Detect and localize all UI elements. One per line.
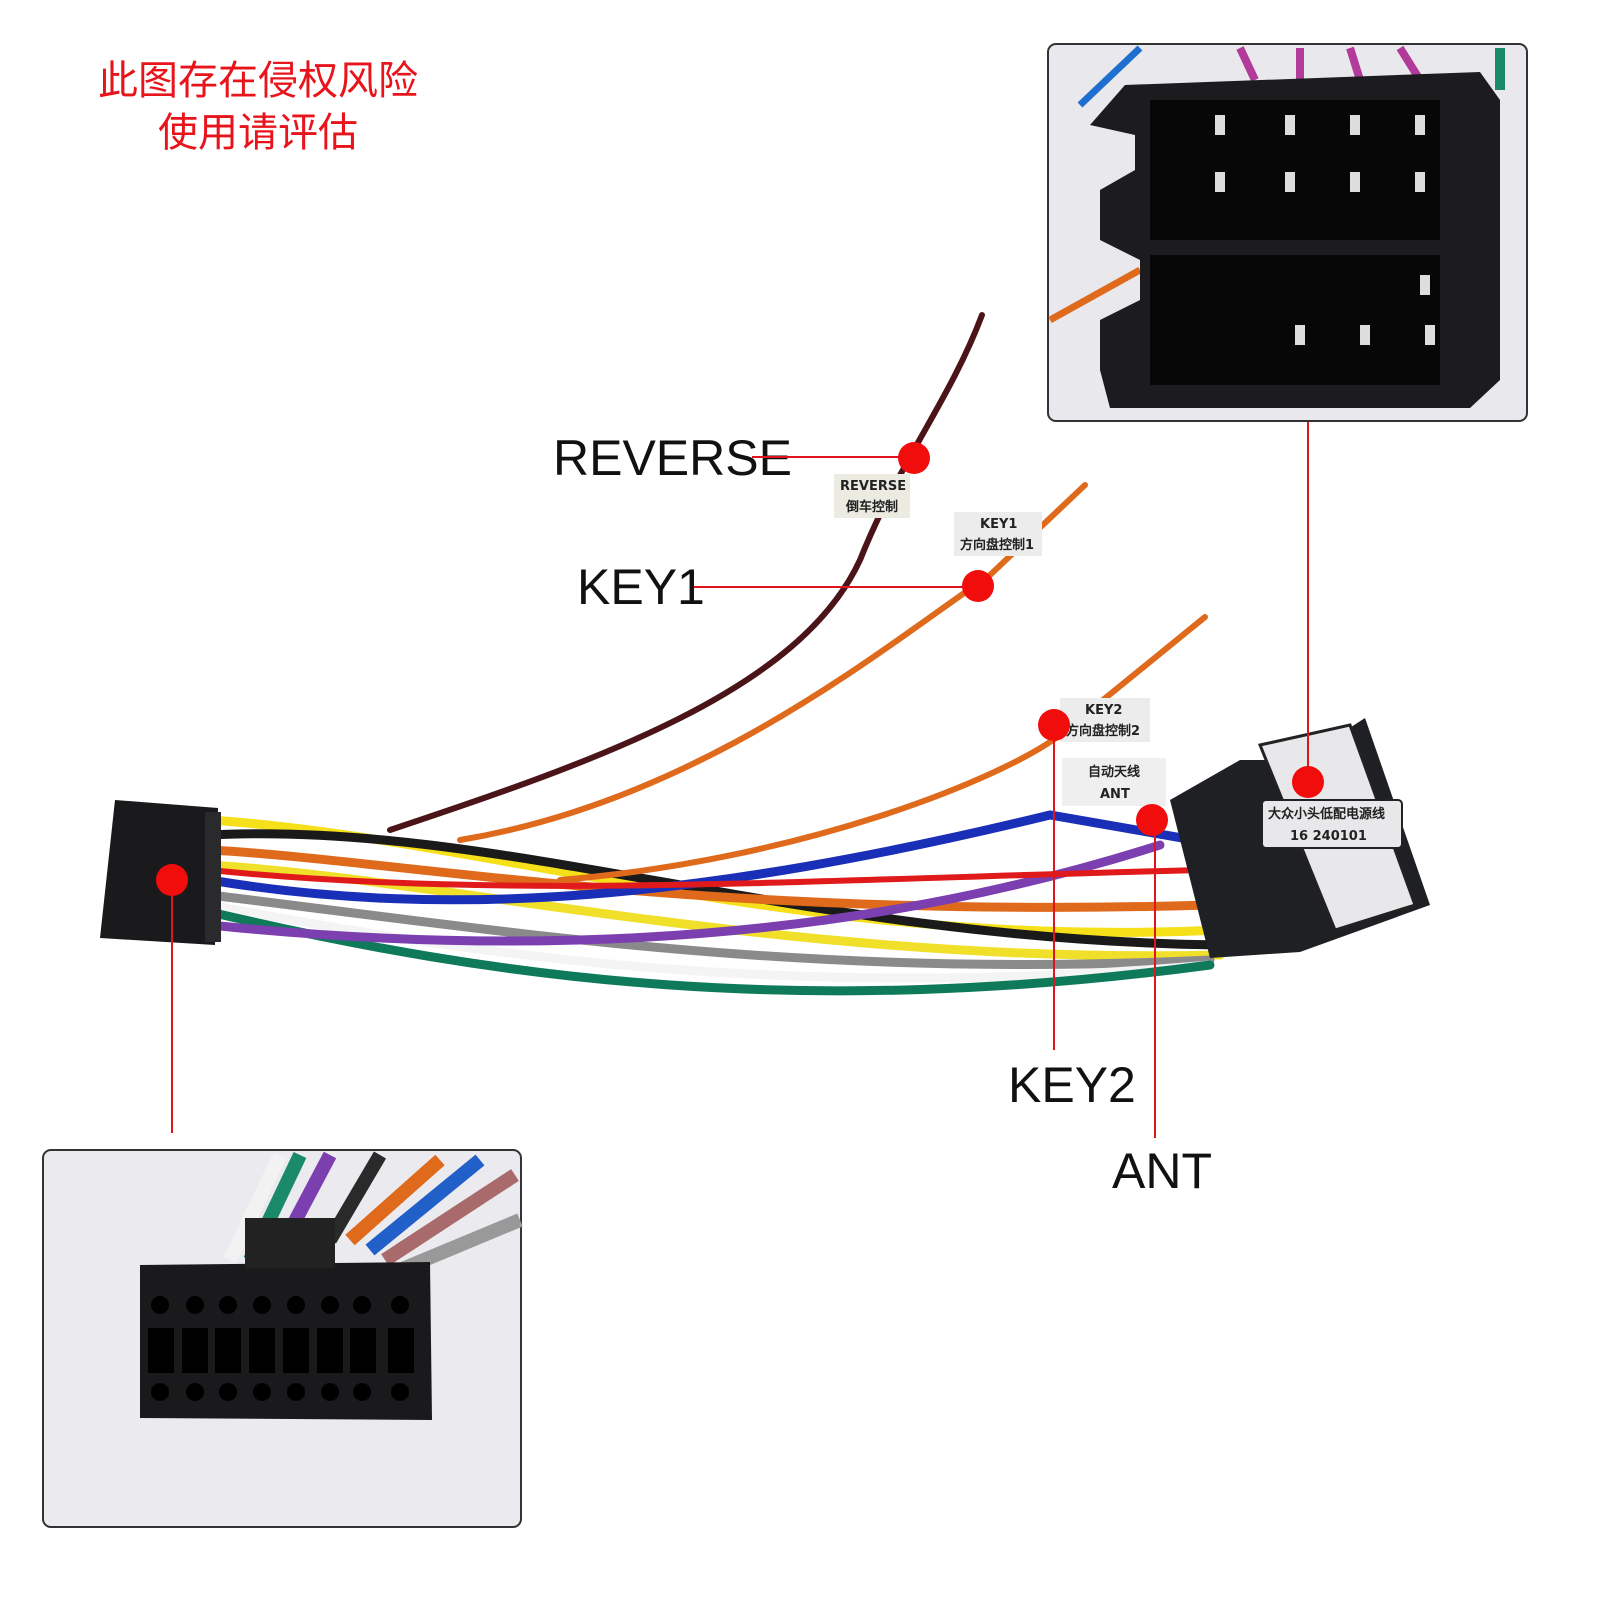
tag-ant-cn: 自动天线 — [1088, 764, 1140, 780]
watermark-line-2: 使用请评估 — [158, 110, 358, 156]
tag-key1: KEY1 方向盘控制1 — [954, 512, 1042, 556]
iso-connector-inset — [1047, 43, 1528, 422]
callout-16pin-connector — [156, 864, 188, 1133]
tag-ant-en: ANT — [1100, 787, 1130, 802]
tag-key1-cn: 方向盘控制1 — [960, 537, 1034, 553]
16pin-connector-inset — [42, 1149, 523, 1528]
callout-reverse: REVERSE — [553, 430, 930, 486]
callout-dot — [1292, 766, 1324, 798]
callout-key1-label: KEY1 — [577, 559, 705, 615]
callout-ant: ANT — [1112, 804, 1212, 1199]
tag-key2: KEY2 方向盘控制2 — [1060, 698, 1150, 742]
connector-label-code: 16 240101 — [1290, 829, 1367, 844]
callout-dot — [1136, 804, 1168, 836]
callout-dot — [898, 442, 930, 474]
callout-ant-label: ANT — [1112, 1143, 1212, 1199]
tag-key1-en: KEY1 — [980, 517, 1017, 532]
callout-key2: KEY2 — [1008, 709, 1136, 1113]
callout-key1: KEY1 — [577, 559, 994, 615]
tag-reverse-cn: 倒车控制 — [845, 499, 898, 515]
callout-dot — [1038, 709, 1070, 741]
callout-iso-connector — [1292, 422, 1324, 798]
callout-key2-label: KEY2 — [1008, 1057, 1136, 1113]
tag-key2-cn: 方向盘控制2 — [1066, 723, 1140, 739]
callout-dot — [156, 864, 188, 896]
tag-key2-en: KEY2 — [1085, 703, 1122, 718]
callout-dot — [962, 570, 994, 602]
wire-bundle — [205, 312, 1285, 996]
tag-reverse-en: REVERSE — [840, 479, 906, 494]
watermark-line-1: 此图存在侵权风险 — [98, 58, 418, 104]
connector-label-name: 大众小头低配电源线 — [1268, 806, 1385, 822]
tag-ant: 自动天线 ANT — [1062, 758, 1166, 806]
right-iso-connector: 大众小头低配电源线 16 240101 — [1170, 718, 1430, 958]
tag-reverse: REVERSE 倒车控制 — [834, 474, 910, 518]
